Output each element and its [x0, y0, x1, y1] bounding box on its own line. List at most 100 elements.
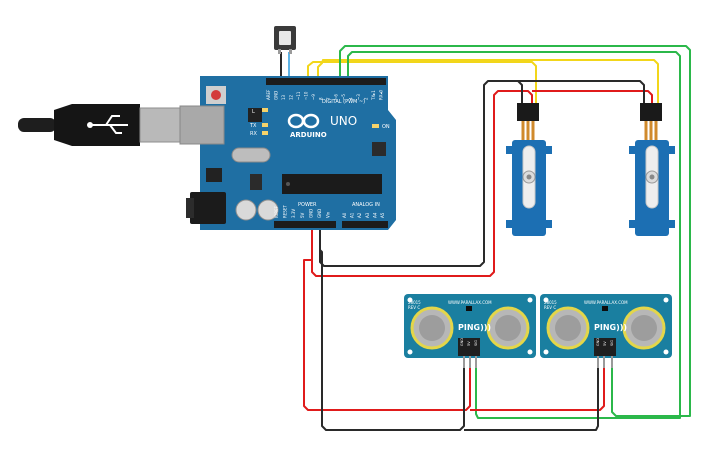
analog-pin-label-a5: A5	[380, 212, 385, 218]
wire-servo2-signal-yellow[interactable]	[317, 59, 659, 103]
sensor-1-hole-tr	[527, 297, 533, 303]
sensor-2-hole-tr	[663, 297, 669, 303]
servo-2-connector	[640, 103, 662, 121]
led-tx-label: TX	[249, 123, 257, 129]
servo-2-cable	[644, 121, 658, 140]
servo-2[interactable]	[629, 103, 675, 236]
wire-servo-power-red[interactable]	[311, 90, 533, 277]
digital-pin-label-7: 7	[326, 97, 331, 100]
atmega-chip-notch	[286, 182, 290, 186]
sensor-1-pin-gnd: GND	[460, 338, 464, 346]
sensor-2-pin-sig: SIG	[610, 340, 614, 346]
sensor-2-pin-5v: 5V	[603, 341, 607, 346]
wire-servo2-ground-black[interactable]	[518, 80, 645, 103]
led-rx	[262, 131, 268, 135]
sensor-1-transducer-left-inner	[419, 315, 445, 341]
sensor-2-site: WWW.PARALLAX.COM	[584, 300, 628, 305]
wire-sensor-ground-black[interactable]	[319, 249, 465, 431]
servo-1[interactable]	[506, 103, 552, 236]
sensor-1-hole-tl	[407, 297, 413, 303]
sensor-2-header	[594, 338, 616, 356]
digital-pin-label-2: 2	[364, 97, 369, 100]
pushbutton[interactable]	[274, 26, 296, 54]
digital-pin-label-aref: AREF	[266, 89, 271, 100]
digital-pin-label-rx0: RX◂0	[379, 89, 384, 100]
usb-chip	[248, 108, 262, 122]
led-on	[372, 124, 379, 128]
usb-b-jack	[179, 105, 225, 145]
analog-pin-label-a3: A3	[365, 212, 370, 218]
atmega-chip	[282, 174, 382, 194]
wire-sensor-power-red[interactable]	[303, 259, 471, 411]
sensor-2-transducer-right-inner	[631, 315, 657, 341]
sensor-1-chip	[466, 306, 472, 311]
digital-pin-label-tx1: TX▸1	[371, 90, 376, 101]
sensor-1-name: PING)))	[458, 323, 491, 332]
usb-plug-metal	[139, 107, 181, 143]
dc-barrel-jack-front	[186, 198, 194, 218]
digital-header[interactable]	[266, 78, 386, 85]
digital-pin-label-6: ~6	[334, 94, 339, 100]
usb-cable[interactable]	[18, 104, 181, 146]
wires	[280, 45, 691, 431]
icsp-header-2	[372, 142, 386, 156]
digital-pin-label-9: ~9	[311, 94, 316, 100]
arduino-uno-board[interactable]: ARDUINO UNO L TX RX ON DIGITAL (PWM ~) A…	[179, 76, 396, 230]
led-tx	[262, 123, 268, 127]
power-pin-label-gnd: GND	[317, 209, 322, 218]
led-l	[262, 108, 268, 112]
sensor-1-hole-bl	[407, 349, 413, 355]
digital-pin-label-4: 4	[349, 97, 354, 100]
ultrasonic-sensor-1[interactable]: 28015 REV C WWW.PARALLAX.COM PING))) GND…	[404, 294, 536, 358]
wire-servo2-power-red[interactable]	[532, 90, 653, 103]
wire-servo1-signal-yellow[interactable]	[307, 61, 537, 103]
analog-pin-label-a4: A4	[372, 212, 377, 218]
digital-pin-label-8: 8	[319, 97, 324, 100]
usb-icon-dot	[87, 122, 93, 128]
wire-sensor1-signal-green[interactable]	[347, 51, 681, 419]
wire-sensor2-power-red[interactable]	[470, 367, 605, 411]
arduino-logo-icon	[287, 113, 320, 129]
servo-1-screw	[526, 174, 532, 180]
power-pin-label-33v: 3.3V	[291, 209, 296, 218]
ultrasonic-sensor-2[interactable]: 28015 REV C WWW.PARALLAX.COM PING))) GND…	[540, 294, 672, 358]
sensor-2-part: 28015	[544, 300, 557, 305]
sensor-2-chip	[602, 306, 608, 311]
sensor-1-site: WWW.PARALLAX.COM	[448, 300, 492, 305]
reset-button[interactable]	[211, 90, 221, 100]
sensor-1-hole-br	[527, 349, 533, 355]
servo-1-connector	[517, 103, 539, 121]
pushbutton-leg-right	[289, 49, 292, 54]
led-l-label: L	[252, 109, 255, 115]
analog-header[interactable]	[342, 221, 388, 228]
servo-1-tab-bottom	[506, 220, 552, 228]
capacitor-1	[235, 199, 257, 221]
arduino-model: UNO	[330, 114, 357, 128]
digital-pin-label-12: 12	[289, 94, 294, 100]
digital-header-label: DIGITAL (PWM ~)	[322, 99, 365, 105]
sensor-2-transducer-left-inner	[555, 315, 581, 341]
icsp-header-1	[250, 174, 262, 190]
usb-cable-cord	[18, 118, 56, 132]
sensor-1-part: 28015	[408, 300, 421, 305]
analog-header-label: ANALOG IN	[352, 202, 380, 208]
power-pin-label-reset: RESET	[283, 205, 288, 218]
power-header[interactable]	[274, 221, 336, 228]
voltage-regulator	[206, 168, 222, 182]
servo-1-cable	[521, 121, 535, 140]
digital-pin-label-11: ~11	[296, 91, 301, 100]
digital-pin-label-gnd: GND	[274, 91, 279, 100]
arduino-brand: ARDUINO	[290, 131, 327, 139]
wire-sensor2-signal-green[interactable]	[339, 45, 691, 417]
pushbutton-cap	[279, 31, 291, 45]
wire-sensor2-ground-black[interactable]	[464, 367, 599, 431]
digital-pin-label-10: ~10	[304, 91, 309, 100]
digital-pin-label-3: ~3	[356, 94, 361, 100]
analog-pin-label-a0: A0	[342, 212, 347, 218]
digital-pin-label-13: 13	[281, 94, 286, 100]
sensor-1-pin-sig: SIG	[474, 340, 478, 346]
